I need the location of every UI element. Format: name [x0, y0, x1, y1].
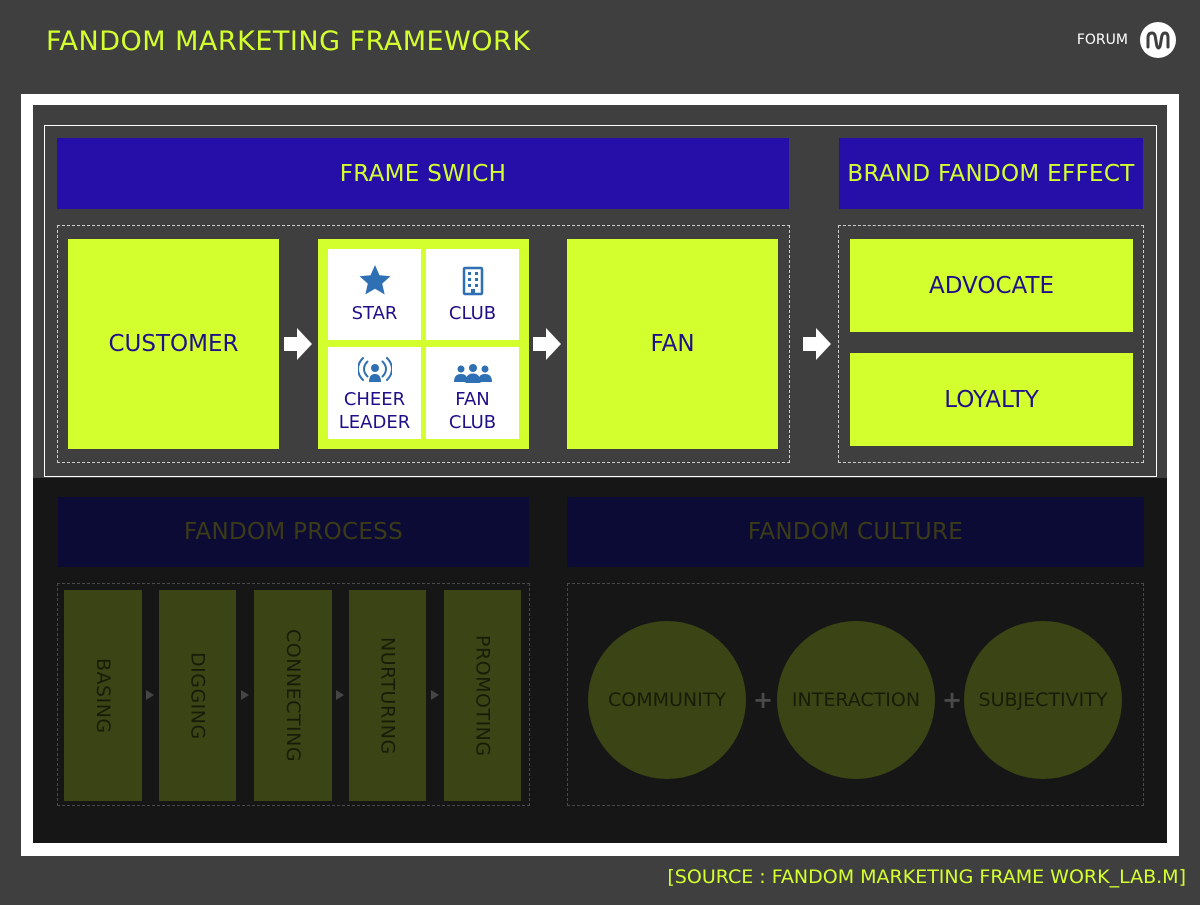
process-step-digging: DIGGING — [159, 590, 236, 801]
tile-cheer-leader: CHEER LEADER — [328, 347, 421, 439]
fandom-process-banner: FANDOM PROCESS — [58, 497, 529, 567]
fandom-culture-group — [567, 583, 1144, 806]
loyalty-box: LOYALTY — [850, 353, 1133, 446]
frame-switch-group — [57, 225, 790, 463]
customer-box: CUSTOMER — [68, 239, 279, 449]
building-icon — [462, 264, 484, 296]
advocate-box: ADVOCATE — [850, 239, 1133, 332]
process-step-nurturing: NURTURING — [349, 590, 426, 801]
arrow-right-icon — [803, 328, 831, 360]
fan-box: FAN — [567, 239, 778, 449]
m-wave-logo-icon — [1140, 22, 1176, 58]
brand-effect-group — [838, 225, 1144, 463]
process-step-promoting: PROMOTING — [444, 590, 521, 801]
process-step-basing: BASING — [64, 590, 142, 801]
plus-icon: + — [942, 686, 963, 714]
arrow-right-icon — [284, 328, 312, 360]
tile-label: STAR — [351, 303, 398, 324]
brand-label: FORUM — [1076, 32, 1128, 48]
tile-star: STAR — [328, 249, 421, 340]
tile-label: CLUB — [448, 303, 497, 324]
plus-icon: + — [753, 686, 774, 714]
tile-label-line: CLUB — [448, 412, 497, 433]
tile-fan-club: FAN CLUB — [426, 347, 519, 439]
step-arrow-icon — [146, 690, 154, 700]
highlight-frame — [44, 125, 1157, 477]
tile-label-line: FAN — [455, 389, 490, 410]
step-arrow-icon — [431, 690, 439, 700]
star-icon — [358, 264, 392, 296]
tile-label-line: LEADER — [338, 412, 411, 433]
culture-interaction: INTERACTION — [777, 621, 935, 779]
tile-club: CLUB — [426, 249, 519, 340]
arrow-right-icon — [533, 328, 561, 360]
culture-community: COMMUNITY — [588, 621, 746, 779]
brand-fandom-effect-banner: BRAND FANDOM EFFECT — [839, 138, 1143, 209]
fandom-culture-banner: FANDOM CULTURE — [567, 497, 1144, 567]
frame-switch-banner: FRAME SWICH — [57, 138, 789, 209]
step-arrow-icon — [336, 690, 344, 700]
step-arrow-icon — [241, 690, 249, 700]
culture-subjectivity: SUBJECTIVITY — [964, 621, 1122, 779]
fandom-process-group — [57, 583, 530, 806]
group-icon — [453, 352, 493, 384]
source-caption: [SOURCE : FANDOM MARKETING FRAME WORK_LA… — [667, 866, 1186, 888]
page-title: FANDOM MARKETING FRAMEWORK — [46, 26, 531, 57]
tile-label-line: CHEER — [343, 389, 406, 410]
process-step-connecting: CONNECTING — [254, 590, 332, 801]
broadcast-person-icon — [357, 352, 392, 384]
